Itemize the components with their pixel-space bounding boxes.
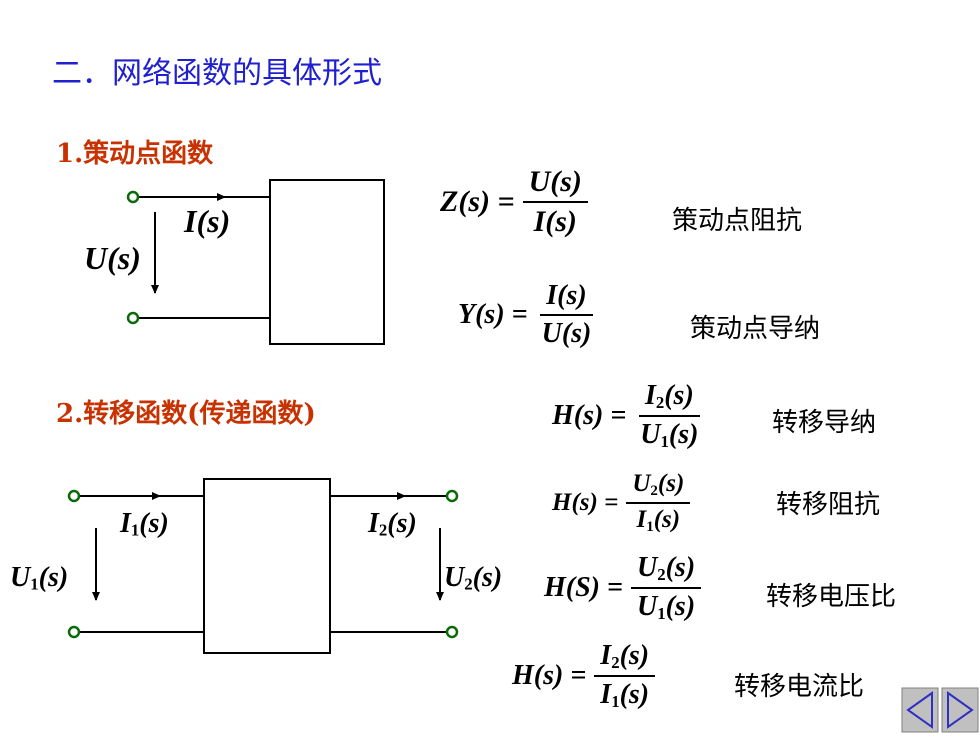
terminal-left-bottom <box>67 625 81 639</box>
voltage-ratio-formula: H(S) = U2(s) U1(s) <box>544 552 702 624</box>
formula-lhs: H(s) = <box>552 400 627 432</box>
terminal-top-1 <box>126 190 140 204</box>
formula-lhs: Z(s) = <box>440 185 515 218</box>
transfer-admittance-desc: 转移导纳 <box>772 408 877 438</box>
transfer-admittance-formula: H(s) = I2(s) U1(s) <box>552 380 704 452</box>
fraction-numerator: I2(s) <box>638 380 700 418</box>
triangle-right-icon <box>947 691 974 729</box>
fraction-denominator: I(s) <box>533 205 577 238</box>
current-label-i2: I2(s) <box>368 508 417 540</box>
one-port-circuit <box>126 179 385 345</box>
formula-lhs: H(s) = <box>512 660 587 692</box>
triangle-left-icon <box>906 691 933 729</box>
fraction-numerator: U2(s) <box>630 552 702 590</box>
fraction-numerator: U(s) <box>522 165 588 203</box>
current-ratio-formula: H(s) = I2(s) I1(s) <box>512 640 656 712</box>
current-label-i: I(s) <box>184 203 231 239</box>
section1-heading: 1.策动点函数 <box>56 139 214 169</box>
voltage-label-u1: U1(s) <box>10 562 69 594</box>
formula-lhs: H(s) = <box>552 488 619 516</box>
fraction-denominator: U1(s) <box>640 419 699 452</box>
formula-lhs: Y(s) = <box>458 299 528 330</box>
fraction: U(s) I(s) <box>522 165 588 239</box>
impedance-formula: Z(s) = U(s) I(s) <box>440 165 588 239</box>
transfer-impedance-desc: 转移阻抗 <box>776 490 881 520</box>
admittance-formula: Y(s) = I(s) U(s) <box>458 280 597 350</box>
terminal-right-bottom <box>445 625 459 639</box>
fraction: I2(s) I1(s) <box>594 640 656 712</box>
fraction-denominator: I1(s) <box>600 679 650 712</box>
voltage-label-u2: U2(s) <box>444 562 503 594</box>
voltage-ratio-desc: 转移电压比 <box>766 582 897 612</box>
voltage-label-u: U(s) <box>84 240 141 276</box>
current-label-i1: I1(s) <box>120 508 169 540</box>
admittance-desc: 策动点导纳 <box>690 314 821 344</box>
fraction-numerator: I(s) <box>540 280 593 316</box>
fraction-denominator: U(s) <box>541 318 592 349</box>
current-ratio-desc: 转移电流比 <box>734 672 865 702</box>
two-port-circuit <box>67 478 459 654</box>
slide-nav <box>900 685 980 735</box>
network-box-2 <box>203 478 331 654</box>
fraction-denominator: U1(s) <box>636 591 696 624</box>
section2-heading: 2.转移函数(传递函数) <box>56 399 316 429</box>
fraction: U2(s) U1(s) <box>630 552 702 624</box>
fraction: U2(s) I1(s) <box>626 470 691 536</box>
fraction-numerator: U2(s) <box>626 470 691 504</box>
terminal-bottom-1 <box>126 311 140 325</box>
prev-slide-button[interactable] <box>901 687 939 733</box>
next-slide-button[interactable] <box>941 687 979 733</box>
impedance-desc: 策动点阻抗 <box>672 206 803 236</box>
terminal-right-top <box>445 489 459 503</box>
terminal-left-top <box>67 489 81 503</box>
fraction: I2(s) U1(s) <box>634 380 704 452</box>
fraction-denominator: I1(s) <box>636 505 681 535</box>
network-box-1 <box>269 179 385 345</box>
fraction-numerator: I2(s) <box>594 640 656 678</box>
fraction: I(s) U(s) <box>536 280 598 350</box>
page-title: 二．网络函数的具体形式 <box>52 56 382 91</box>
formula-lhs: H(S) = <box>544 572 623 604</box>
transfer-impedance-formula: H(s) = U2(s) I1(s) <box>552 470 691 536</box>
